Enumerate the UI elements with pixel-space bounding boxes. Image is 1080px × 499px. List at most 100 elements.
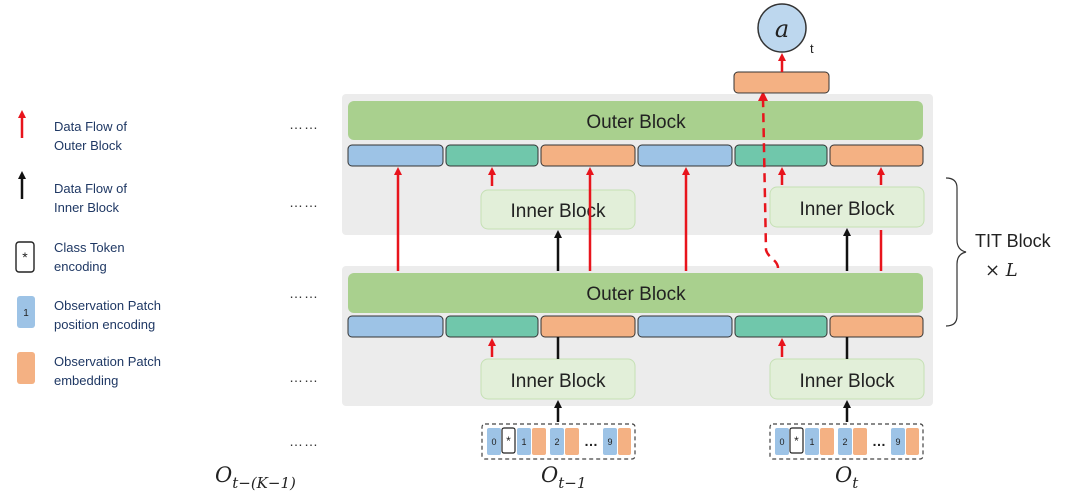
brace-icon — [945, 177, 967, 327]
obs-label-prev: Ot−1 — [541, 463, 586, 492]
class-token — [501, 427, 516, 454]
class-token-icon — [15, 241, 35, 273]
embed-token — [820, 428, 834, 455]
token-2: 2 — [842, 437, 847, 447]
upper-inner-block-left: Inner Block — [480, 189, 636, 230]
embed-token — [906, 428, 919, 455]
token-class: * — [506, 434, 511, 448]
embed-token — [532, 428, 546, 455]
action-subscript: t — [810, 41, 814, 56]
action-symbol: a — [775, 15, 789, 43]
patch-position — [347, 144, 444, 167]
dashed-arrow-head — [758, 91, 768, 101]
obs-label-prev-sub: t−1 — [558, 474, 586, 492]
lower-inner-block-right-label: Inner Block — [799, 371, 895, 392]
upper-outer-block-label: Outer Block — [586, 112, 686, 133]
token-0: 0 — [779, 437, 784, 447]
position-encoding-icon — [17, 296, 35, 328]
upper-layer-arrows — [394, 167, 885, 271]
obs-label-first-base: O — [215, 463, 232, 487]
upper-outer-block: Outer Block — [348, 101, 923, 140]
pos-token — [891, 428, 905, 455]
action-token — [733, 71, 830, 94]
patch-embedding — [829, 315, 924, 338]
legend-class-token-line2: encoding — [54, 259, 107, 274]
pos-token — [487, 428, 501, 455]
ellipsis-3: …… — [289, 285, 319, 301]
legend-embedding-line2: embedding — [54, 373, 118, 388]
patch-teal — [734, 315, 828, 338]
patch-embedding — [540, 144, 636, 167]
legend-class-token: * Class Token encoding — [15, 240, 125, 274]
patch-embedding — [540, 315, 636, 338]
legend-inner-flow: Data Flow of Inner Block — [18, 171, 127, 215]
lower-outer-block: Outer Block — [348, 273, 923, 313]
tit-block-label: TIT Block — [975, 231, 1052, 251]
token-1: 1 — [521, 437, 526, 447]
ellipsis-4: …… — [289, 369, 319, 385]
legend-position-line2: position encoding — [54, 317, 155, 332]
embed-token — [565, 428, 579, 455]
sequence-frame — [481, 423, 636, 460]
observation-labels: Ot−(K−1) Ot−1 Ot — [215, 463, 859, 492]
embedding-icon — [17, 352, 35, 384]
pos-token — [603, 428, 617, 455]
legend-outer-flow-line2: Outer Block — [54, 138, 122, 153]
legend-embedding: Observation Patch embedding — [17, 352, 161, 388]
tit-block-multiplier: × L — [985, 260, 1018, 281]
upper-inner-block-left-label: Inner Block — [510, 201, 606, 222]
class-token — [789, 427, 804, 454]
embed-token — [618, 428, 631, 455]
input-sequence-prev: 0 * 1 2 … 9 — [481, 423, 636, 460]
ellipsis-2: …… — [289, 194, 319, 210]
lower-inner-block-right: Inner Block — [769, 358, 925, 400]
token-2: 2 — [554, 437, 559, 447]
legend: Data Flow of Outer Block Data Flow of In… — [15, 110, 161, 388]
ellipsis-column: …… …… …… …… …… — [289, 116, 319, 449]
lower-layer-arrows — [488, 337, 851, 422]
legend-class-token-line1: Class Token — [54, 240, 125, 255]
token-0: 0 — [491, 437, 496, 447]
legend-outer-flow: Data Flow of Outer Block — [18, 110, 127, 153]
embed-token — [853, 428, 867, 455]
pos-token — [838, 428, 852, 455]
upper-inner-block-right-label: Inner Block — [799, 199, 895, 220]
legend-position-encoding: 1 Observation Patch position encoding — [17, 296, 161, 332]
patch-position — [637, 315, 733, 338]
dashed-action-arrow — [761, 97, 780, 269]
legend-embedding-line1: Observation Patch — [54, 354, 161, 369]
pos-token — [550, 428, 564, 455]
obs-label-curr: Ot — [835, 463, 859, 492]
pos-token — [517, 428, 531, 455]
position-encoding-symbol: 1 — [23, 308, 29, 319]
token-ellipsis: … — [584, 433, 598, 449]
patch-teal — [445, 144, 539, 167]
patch-teal — [734, 144, 828, 167]
patch-position — [637, 144, 733, 167]
upper-inner-block-right: Inner Block — [769, 186, 925, 228]
token-9: 9 — [607, 437, 612, 447]
token-1: 1 — [809, 437, 814, 447]
patch-embedding — [829, 144, 924, 167]
token-9: 9 — [895, 437, 900, 447]
pos-token — [805, 428, 819, 455]
obs-label-prev-base: O — [541, 463, 558, 487]
lower-inner-block-left: Inner Block — [480, 358, 636, 400]
sequence-frame — [769, 423, 924, 460]
obs-label-first: Ot−(K−1) — [215, 463, 296, 492]
patch-position — [347, 315, 444, 338]
lower-inner-block-left-label: Inner Block — [510, 371, 606, 392]
action-path: a t — [733, 3, 830, 269]
class-token-symbol: * — [22, 249, 28, 265]
obs-label-curr-base: O — [835, 463, 852, 487]
tit-block-brace: TIT Block × L — [945, 177, 1052, 327]
legend-position-line1: Observation Patch — [54, 298, 161, 313]
lower-outer-block-label: Outer Block — [586, 284, 686, 305]
patch-teal — [445, 315, 539, 338]
ellipsis-1: …… — [289, 116, 319, 132]
legend-outer-flow-line1: Data Flow of — [54, 119, 127, 134]
token-ellipsis: … — [872, 433, 886, 449]
legend-inner-flow-line1: Data Flow of — [54, 181, 127, 196]
upper-patch-row — [347, 144, 924, 167]
